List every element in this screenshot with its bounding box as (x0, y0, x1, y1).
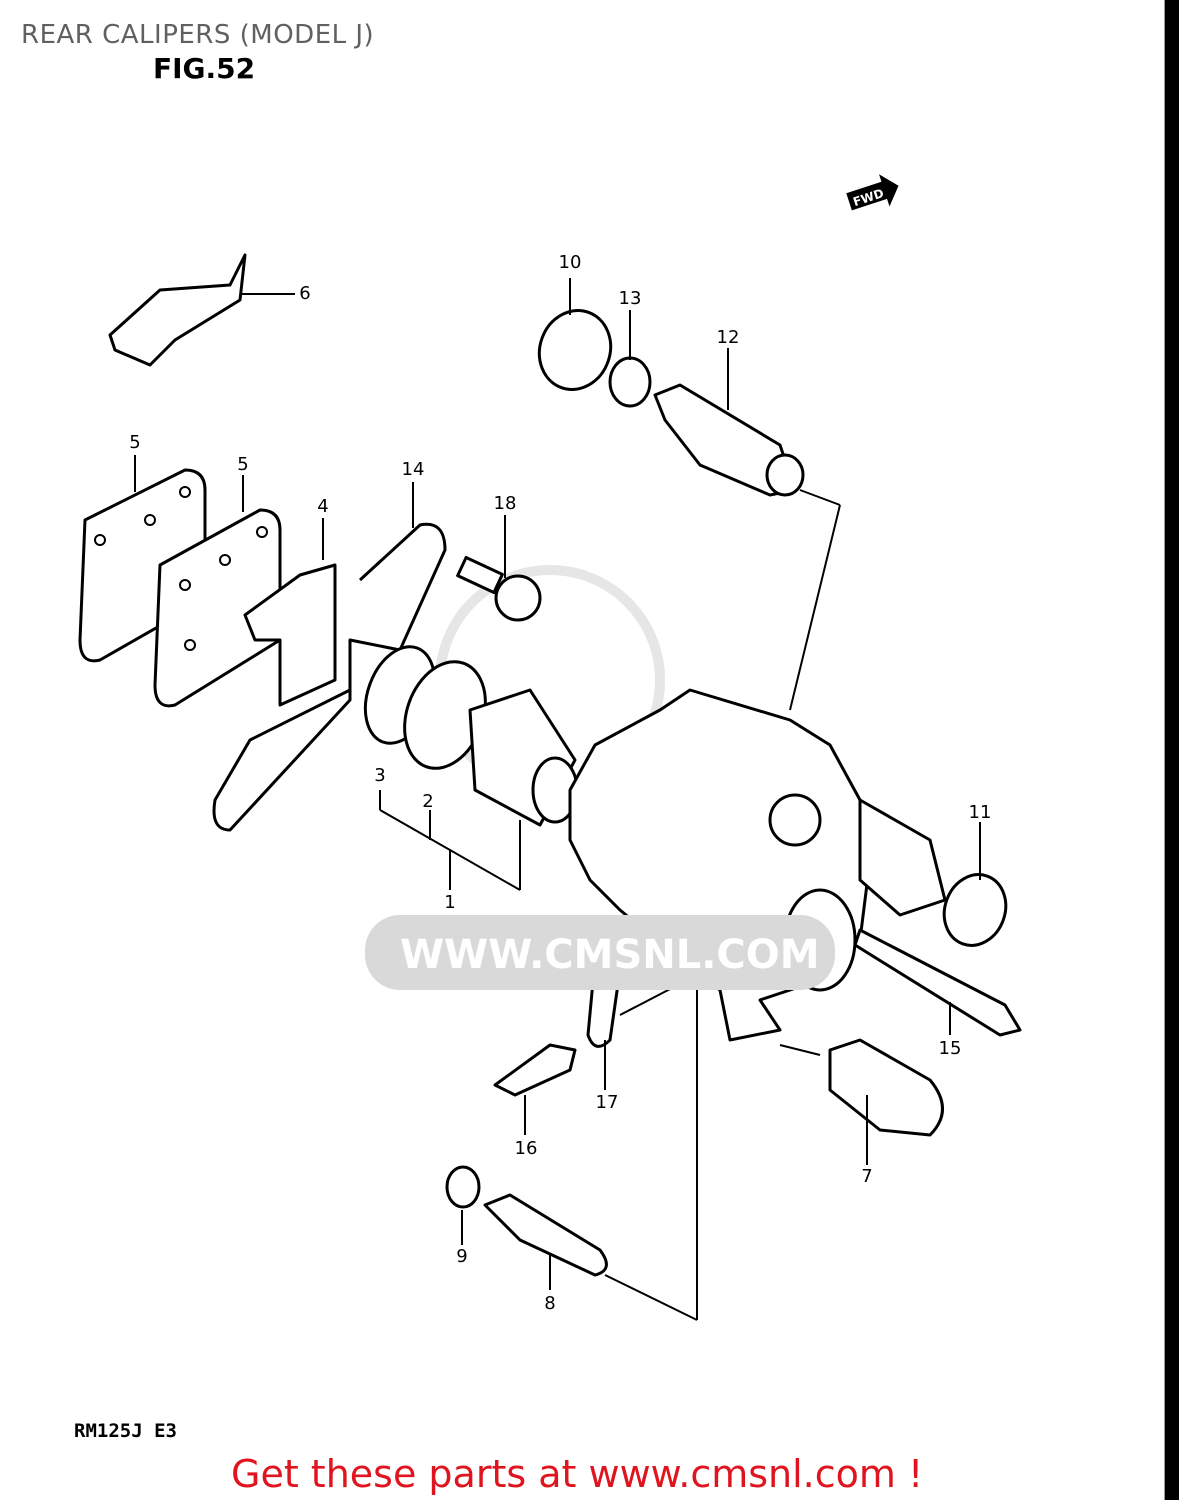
callout-6: 6 (299, 283, 310, 304)
callout-8: 8 (544, 1293, 555, 1314)
figure-number: FIG.52 (153, 52, 256, 85)
part-10-boot (537, 309, 613, 391)
part-15-pin (853, 928, 1022, 1037)
part-8-pin (483, 1193, 608, 1277)
callout-1: 1 (444, 892, 455, 913)
part-16-bleeder (493, 1043, 577, 1097)
callout-7: 7 (861, 1166, 872, 1187)
part-18-bolt (456, 555, 542, 622)
part-6-pad-spring (108, 253, 295, 367)
callout-10: 10 (559, 252, 582, 273)
callout-5: 5 (129, 432, 140, 453)
callout-2: 2 (422, 791, 433, 812)
callout-12: 12 (717, 327, 740, 348)
model-code: RM125J E3 (74, 1420, 177, 1442)
promo-link[interactable]: Get these parts at www.cmsnl.com ! (231, 1452, 924, 1496)
callout-4: 4 (317, 496, 328, 517)
watermark-text: WWW.CMSNL.COM (400, 932, 820, 978)
callout-5: 5 (237, 454, 248, 475)
leader-lines (134, 278, 981, 1321)
part-7-sleeve (828, 1038, 944, 1137)
fwd-arrow: FWD (846, 174, 899, 211)
part-9-washer (445, 1165, 481, 1209)
callout-15: 15 (939, 1038, 962, 1059)
part-4-shim (243, 563, 337, 707)
diagram-title: REAR CALIPERS (MODEL J) (21, 20, 375, 50)
callout-17: 17 (596, 1092, 619, 1113)
part-14-bracket (212, 522, 447, 832)
fwd-label: FWD (851, 186, 885, 209)
callout-18: 18 (494, 493, 517, 514)
callout-9: 9 (456, 1246, 467, 1267)
part-5-brake-pads (78, 468, 282, 708)
callout-13: 13 (619, 288, 642, 309)
watermark-logo: WWW.CMSNL.COM (365, 915, 835, 990)
callout-16: 16 (515, 1138, 538, 1159)
callout-11: 11 (969, 802, 992, 823)
callout-14: 14 (402, 459, 425, 480)
callout-3: 3 (374, 765, 385, 786)
part-13-washer (608, 356, 652, 408)
part-11-boot (942, 873, 1008, 947)
right-edge-bar (1164, 0, 1179, 1500)
